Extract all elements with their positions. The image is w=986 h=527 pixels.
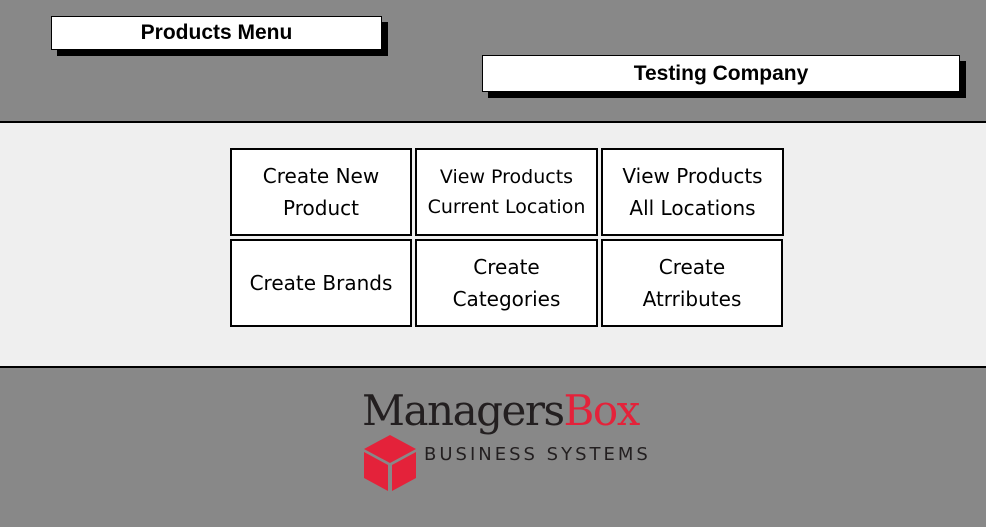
logo-subtitle: BUSINESS SYSTEMS — [424, 444, 651, 465]
page-title: Products Menu — [51, 16, 382, 50]
view-products-current-location-button[interactable]: View Products Current Location — [415, 148, 598, 236]
logo-wordmark: ManagersBox — [362, 386, 641, 436]
create-attributes-button[interactable]: Create Atrributes — [601, 239, 783, 327]
create-categories-button[interactable]: Create Categories — [415, 239, 598, 327]
logo-word-managers: Managers — [362, 386, 565, 435]
company-name: Testing Company — [482, 55, 960, 92]
logo-word-box: Box — [563, 386, 641, 435]
cube-icon — [364, 435, 416, 491]
create-brands-button[interactable]: Create Brands — [230, 239, 412, 327]
create-new-product-button[interactable]: Create New Product — [230, 148, 412, 236]
managersbox-logo: ManagersBox BUSINESS SYSTEMS — [362, 386, 692, 496]
view-products-all-locations-button[interactable]: View Products All Locations — [601, 148, 784, 236]
